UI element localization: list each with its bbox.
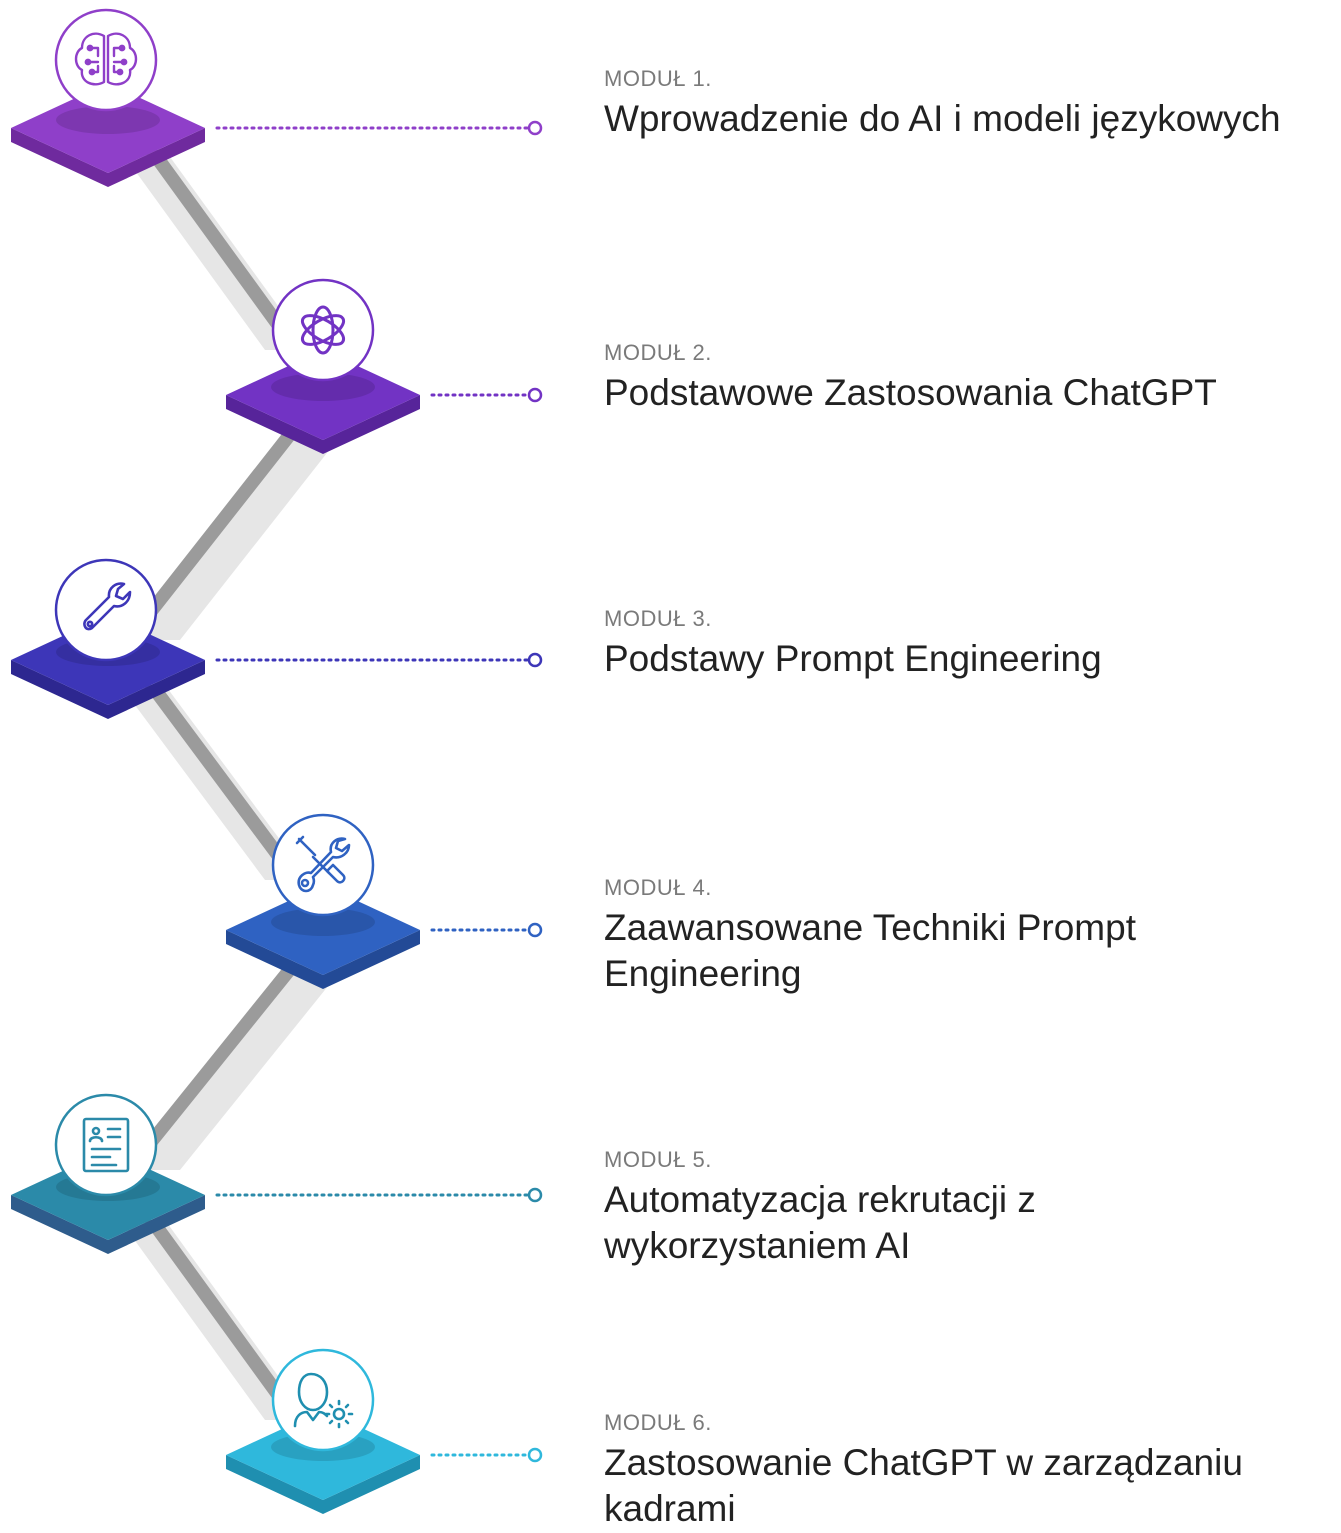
timeline-platforms [11, 83, 420, 1514]
user-gear-icon [271, 1348, 375, 1452]
wrench-icon [54, 558, 158, 662]
module-3-title: Podstawy Prompt Engineering [604, 638, 1102, 679]
module-5: MODUŁ 5. Automatyzacja rekrutacji z wyko… [604, 1147, 1124, 1269]
connector-5-6 [120, 1220, 310, 1420]
module-6-label: MODUŁ 6. [604, 1410, 712, 1435]
module-6-title: Zastosowanie ChatGPT w zarządzaniu kadra… [604, 1442, 1243, 1529]
module-2-title: Podstawowe Zastosowania ChatGPT [604, 372, 1217, 413]
leader-4 [430, 922, 543, 938]
module-4-title: Zaawansowane Techniki Prompt Engineering [604, 907, 1136, 994]
module-4-label: MODUŁ 4. [604, 875, 712, 900]
leader-5 [215, 1187, 543, 1203]
module-5-label: MODUŁ 5. [604, 1147, 712, 1172]
platform-2 [226, 350, 420, 454]
module-2-label: MODUŁ 2. [604, 340, 712, 365]
module-1-title: Wprowadzenie do AI i modeli językowych [604, 98, 1281, 139]
module-6: MODUŁ 6. Zastosowanie ChatGPT w zarządza… [604, 1410, 1304, 1532]
platform-4 [226, 885, 420, 989]
leader-2 [430, 387, 543, 403]
module-2: MODUŁ 2. Podstawowe Zastosowania ChatGPT [604, 340, 1339, 416]
timeline-leaders [215, 120, 543, 1463]
module-3-label: MODUŁ 3. [604, 606, 712, 631]
timeline-connectors [120, 150, 345, 1420]
brain-icon [54, 8, 158, 112]
wrench-screwdriver-icon [271, 813, 375, 917]
module-1-label: MODUŁ 1. [604, 66, 712, 91]
platform-1 [11, 83, 205, 187]
module-5-title: Automatyzacja rekrutacji z wykorzystanie… [604, 1179, 1036, 1266]
icon-badges [54, 8, 375, 1452]
connector-1-2 [120, 150, 310, 350]
openai-logo-icon [271, 278, 375, 382]
leader-3 [215, 652, 543, 668]
module-1: MODUŁ 1. Wprowadzenie do AI i modeli jęz… [604, 66, 1339, 142]
resume-document-icon [54, 1093, 158, 1197]
module-4: MODUŁ 4. Zaawansowane Techniki Prompt En… [604, 875, 1224, 997]
connector-3-4 [120, 685, 310, 880]
module-3: MODUŁ 3. Podstawy Prompt Engineering [604, 606, 1339, 682]
leader-6 [430, 1447, 543, 1463]
connector-2-3 [120, 430, 345, 640]
connector-4-5 [120, 965, 345, 1170]
leader-1 [215, 120, 543, 136]
